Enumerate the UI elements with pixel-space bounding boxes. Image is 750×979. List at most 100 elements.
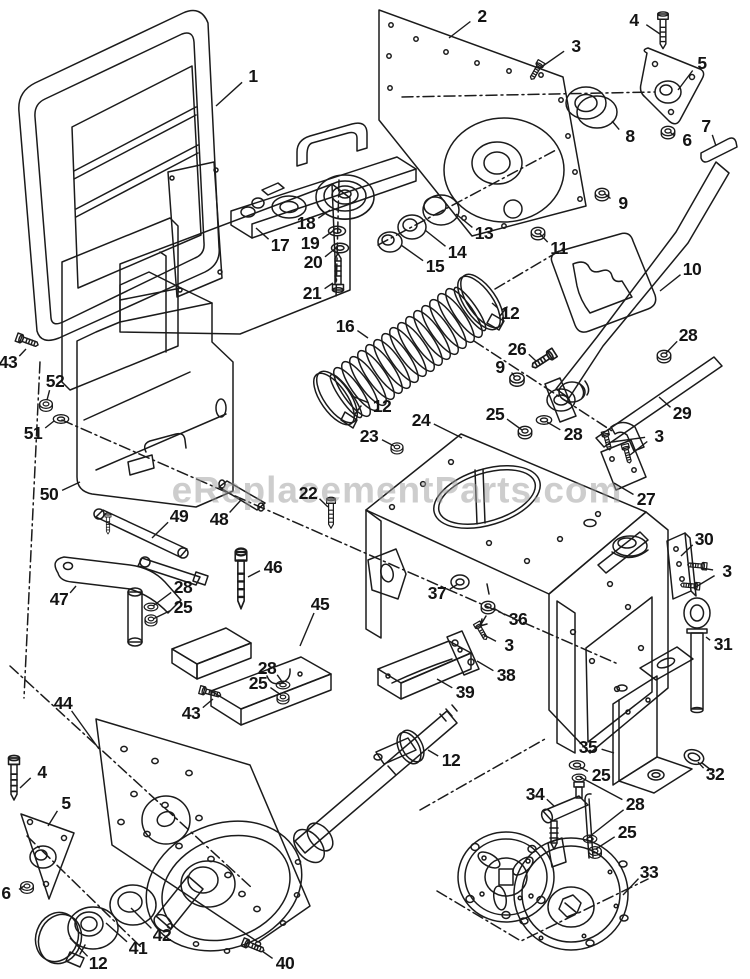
callout-leader-36 xyxy=(494,608,506,616)
callout-label-18: 18 xyxy=(297,213,316,233)
callout-leader-50 xyxy=(61,481,81,492)
callout-leader-12 xyxy=(491,302,499,309)
callout-leader-3 xyxy=(611,436,646,443)
callout-leader-12 xyxy=(69,937,89,957)
engine-plate-assembly xyxy=(378,9,587,237)
callout-label-1: 1 xyxy=(248,66,258,86)
watermark-text: eReplacementParts.com xyxy=(172,470,623,511)
callout-leader-37 xyxy=(449,583,459,590)
callout-label-46: 46 xyxy=(264,557,283,577)
callout-label-25: 25 xyxy=(592,765,611,785)
callout-leader-28 xyxy=(276,674,284,684)
shift-lever-assembly xyxy=(509,161,730,440)
callout-leader-7 xyxy=(711,134,717,147)
callout-leader-3 xyxy=(539,50,565,69)
callout-leader-3 xyxy=(700,567,714,571)
callout-leader-lines xyxy=(18,20,717,959)
callout-label-14: 14 xyxy=(448,242,467,262)
callout-leader-15 xyxy=(400,244,424,262)
callout-leader-43 xyxy=(18,348,27,357)
callout-label-29: 29 xyxy=(673,403,692,423)
callout-label-28: 28 xyxy=(564,424,583,444)
callout-leader-12 xyxy=(427,749,439,757)
callout-leader-9 xyxy=(511,372,516,378)
callout-label-50: 50 xyxy=(40,484,59,504)
callout-leader-19 xyxy=(321,230,334,239)
callout-label-19: 19 xyxy=(301,233,320,253)
callout-leader-28 xyxy=(546,421,561,431)
callout-label-3: 3 xyxy=(654,426,664,446)
callout-leader-49 xyxy=(151,521,169,539)
callout-label-7: 7 xyxy=(701,116,710,136)
callout-leader-18 xyxy=(317,209,331,219)
callout-label-28: 28 xyxy=(258,658,277,678)
callout-leader-21 xyxy=(324,282,334,290)
callout-leader-41 xyxy=(105,922,128,943)
callout-leader-24 xyxy=(433,423,463,439)
callout-leader-28 xyxy=(588,809,625,838)
callout-leader-35 xyxy=(601,748,615,754)
callout-leader-39 xyxy=(436,678,453,689)
callout-label-31: 31 xyxy=(714,634,733,654)
callout-leader-48 xyxy=(229,499,242,513)
callout-leader-4 xyxy=(19,777,32,789)
flex-hose-assembly xyxy=(313,273,508,429)
callout-label-52: 52 xyxy=(46,371,65,391)
callout-leader-51 xyxy=(44,420,55,429)
callout-leader-17 xyxy=(255,227,270,240)
callout-label-12: 12 xyxy=(501,303,520,323)
callout-leader-1 xyxy=(215,81,243,107)
callout-leader-47 xyxy=(69,585,77,594)
callout-label-30: 30 xyxy=(695,529,714,549)
callout-leader-43 xyxy=(202,698,214,709)
callout-leader-52 xyxy=(46,390,51,401)
callout-leader-44 xyxy=(71,710,100,750)
callout-label-42: 42 xyxy=(153,925,172,945)
callout-leader-40 xyxy=(261,950,274,959)
callout-leader-27 xyxy=(613,482,634,496)
callout-label-5: 5 xyxy=(697,53,707,73)
callout-leader-42 xyxy=(130,907,152,929)
callout-leader-14 xyxy=(424,229,446,247)
bushing-and-bracket-group xyxy=(377,11,738,253)
callout-label-33: 33 xyxy=(640,862,659,882)
callout-label-21: 21 xyxy=(303,283,322,303)
clutch-pulley-assembly xyxy=(457,760,629,951)
callout-leader-25 xyxy=(152,610,171,620)
callout-label-6: 6 xyxy=(682,130,692,150)
callout-label-11: 11 xyxy=(550,238,568,258)
callout-label-10: 10 xyxy=(683,259,702,279)
callout-label-4: 4 xyxy=(629,10,639,30)
callout-leader-34 xyxy=(546,798,555,807)
callout-leader-6 xyxy=(18,885,25,890)
callout-leader-10 xyxy=(659,274,681,292)
callout-leader-29 xyxy=(658,396,671,408)
chassis-frame xyxy=(365,433,669,754)
callout-label-26: 26 xyxy=(508,339,527,359)
diagram-line-art xyxy=(7,9,738,968)
callout-label-39: 39 xyxy=(456,682,475,702)
callout-label-27: 27 xyxy=(637,489,655,509)
callout-label-48: 48 xyxy=(210,509,229,529)
callout-label-43: 43 xyxy=(0,352,18,372)
callout-leader-5 xyxy=(677,70,694,91)
callout-label-49: 49 xyxy=(170,506,189,526)
callout-label-23: 23 xyxy=(360,426,379,446)
callout-label-13: 13 xyxy=(475,223,494,243)
callout-leader-26 xyxy=(528,353,537,362)
callout-label-25: 25 xyxy=(618,822,637,842)
callout-label-24: 24 xyxy=(412,410,431,430)
callout-leader-28 xyxy=(579,776,623,801)
callout-leader-9 xyxy=(604,193,611,200)
callout-label-44: 44 xyxy=(54,693,73,713)
callout-label-3: 3 xyxy=(504,635,514,655)
callout-label-8: 8 xyxy=(625,126,635,146)
callout-leader-25 xyxy=(595,836,616,850)
callout-leader-32 xyxy=(697,761,705,769)
callout-leader-22 xyxy=(319,498,329,508)
callout-label-28: 28 xyxy=(679,325,698,345)
callout-label-25: 25 xyxy=(486,404,505,424)
callout-leader-23 xyxy=(381,439,395,447)
right-side-brackets xyxy=(595,356,723,794)
